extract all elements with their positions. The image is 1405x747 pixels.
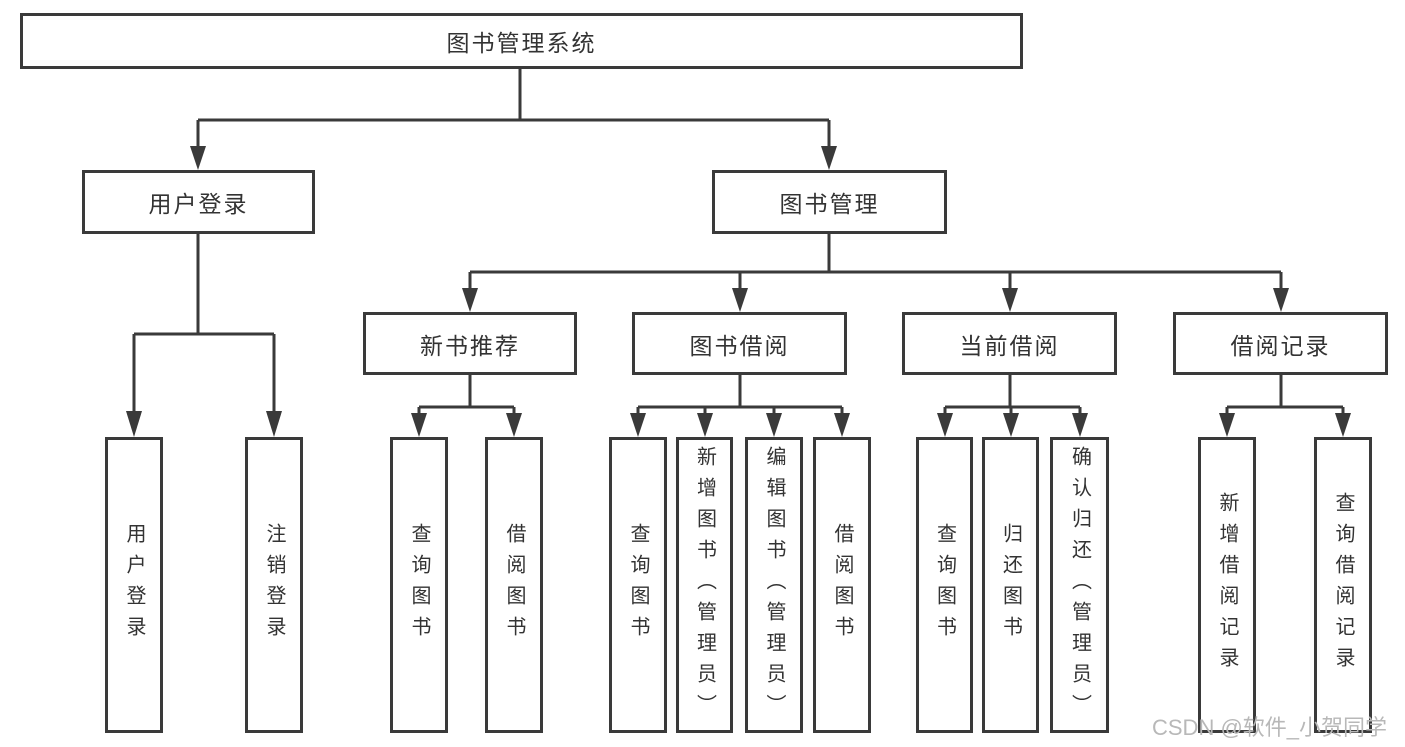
node-return-book: 归还图书 [982,437,1039,733]
node-query-books-current: 查询图书 [916,437,973,733]
connector-user-login [126,234,282,437]
node-query-borrow-record: 查询借阅记录 [1314,437,1372,733]
node-label: 图书管理 [779,191,880,217]
node-label: 图书借阅 [689,332,790,359]
node-label: 注销登录 [263,523,285,647]
node-label: 当前借阅 [959,332,1060,359]
connector-book-management [462,234,1289,312]
watermark: CSDN @软件_小贺同学 [1152,715,1388,740]
node-borrow-books: 借阅图书 [813,437,871,733]
node-root: 图书管理系统 [20,13,1023,69]
node-label: 查询借阅记录 [1332,492,1354,678]
node-borrow-books-recommend: 借阅图书 [485,437,543,733]
connector-current-borrow [937,375,1088,437]
node-label: 新增借阅记录 [1216,492,1238,678]
connector-root [190,68,837,170]
node-book-borrow: 图书借阅 [632,312,847,375]
node-label: 用户登录 [148,191,249,217]
node-label: 编辑图书（管理员） [763,445,785,725]
node-add-borrow-record: 新增借阅记录 [1198,437,1256,733]
node-label: 查询图书 [933,523,956,647]
node-label: 归还图书 [999,523,1022,647]
node-add-book-admin: 新增图书（管理员） [676,437,733,733]
node-logout: 注销登录 [245,437,303,733]
node-edit-book-admin: 编辑图书（管理员） [745,437,803,733]
node-current-borrow: 当前借阅 [902,312,1117,375]
node-label: 图书管理系统 [446,30,597,56]
connector-book-borrow [630,375,850,437]
node-query-books-borrow: 查询图书 [609,437,667,733]
node-label: 查询图书 [408,523,430,647]
node-label: 借阅图书 [831,523,853,647]
node-label: 查询图书 [627,523,649,647]
node-new-book-recommend: 新书推荐 [363,312,577,375]
node-query-books-recommend: 查询图书 [390,437,448,733]
node-label: 新增图书（管理员） [693,445,716,725]
node-label: 借阅图书 [503,523,525,647]
node-label: 借阅记录 [1230,332,1331,359]
connector-new-book-recommend [411,375,522,437]
node-user-login: 用户登录 [105,437,163,733]
node-label: 用户登录 [123,523,145,647]
node-label: 新书推荐 [420,332,520,359]
connector-borrow-records [1219,375,1351,437]
node-confirm-return-admin: 确认归还（管理员） [1050,437,1109,733]
node-book-management: 图书管理 [712,170,947,234]
node-label: 确认归还（管理员） [1068,445,1091,725]
node-borrow-records: 借阅记录 [1173,312,1388,375]
node-user-login-group: 用户登录 [82,170,315,234]
